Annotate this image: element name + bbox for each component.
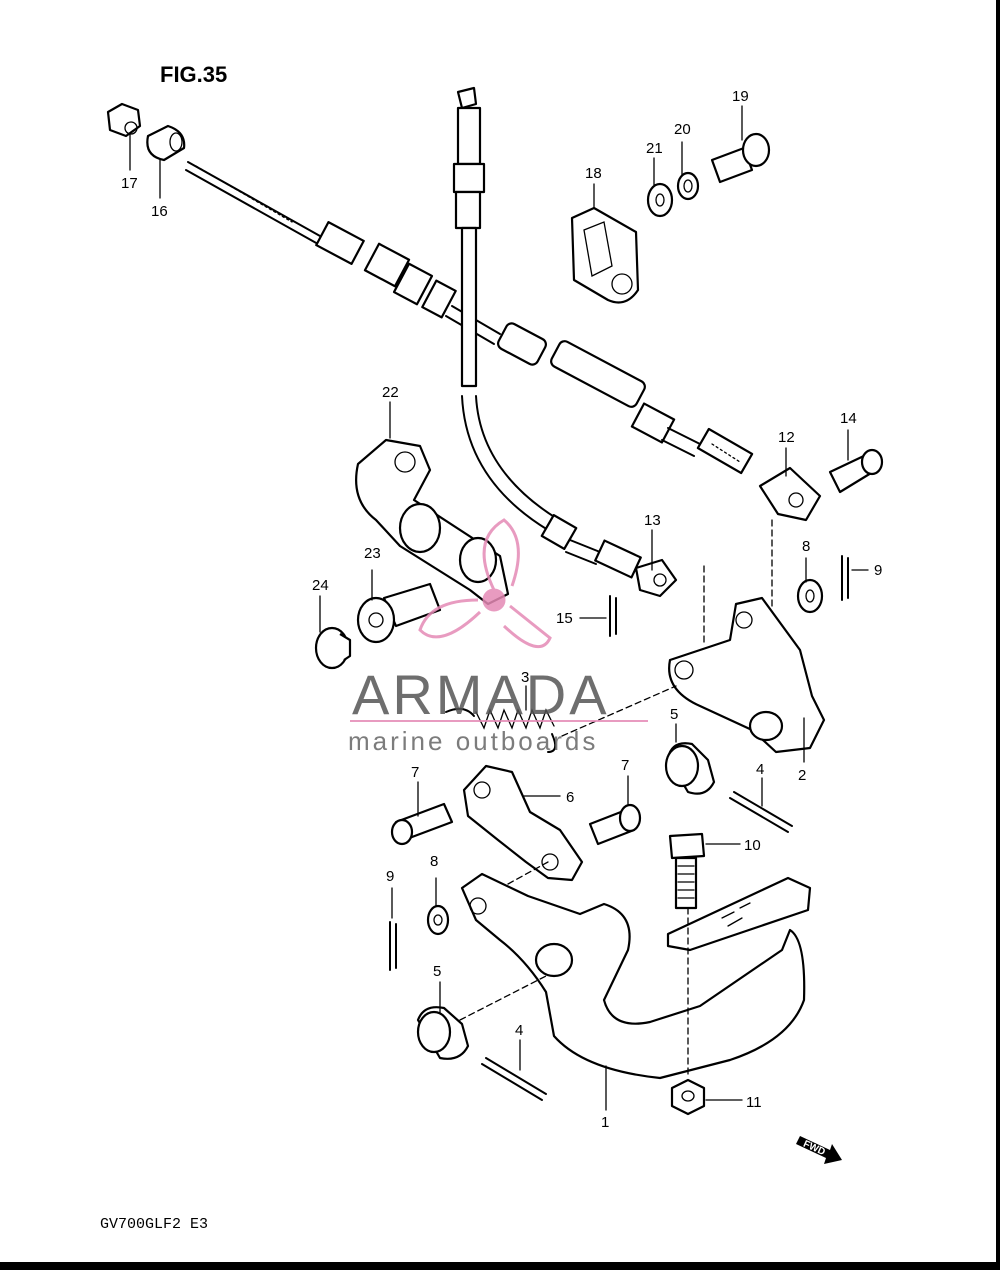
callout-8-lower: 8: [430, 853, 438, 870]
callout-24: 24: [312, 577, 329, 594]
shift-cable: [452, 86, 678, 598]
part-1-pedal: [460, 872, 812, 1080]
leader-lines: [129, 105, 869, 1111]
part-7-pin-left: [390, 802, 454, 846]
callout-21: 21: [646, 140, 663, 157]
callouts: 17 16 18 19 20 21 22 12 14 13 23 24 15 8…: [121, 88, 882, 1131]
callout-2: 2: [798, 767, 806, 784]
fwd-label: FWD: [801, 1139, 826, 1158]
part-9-pin-upper: [841, 555, 849, 601]
part-12-clevis: [758, 466, 822, 522]
part-4-cotter-lower: [481, 1057, 547, 1101]
bottom-border: [0, 1262, 1000, 1270]
propeller-logo-icon: [418, 518, 552, 648]
fwd-arrow-icon: FWD: [796, 1136, 842, 1164]
callout-9-upper: 9: [874, 562, 882, 579]
part-22-bracket: [355, 438, 510, 606]
part-8-washer-upper: [796, 578, 824, 614]
callout-7-left: 7: [411, 764, 419, 781]
watermark-brand: ARMADA: [352, 663, 610, 726]
right-border: [996, 0, 1000, 1270]
callout-5-upper: 5: [670, 706, 678, 723]
callout-1: 1: [601, 1114, 609, 1131]
callout-7-right: 7: [621, 757, 629, 774]
callout-3: 3: [521, 669, 529, 686]
callout-13: 13: [644, 512, 661, 529]
part-3-spring: [445, 707, 557, 753]
callout-18: 18: [585, 165, 602, 182]
callout-4-upper: 4: [756, 761, 764, 778]
model-code: GV700GLF2 E3: [100, 1216, 208, 1233]
part-20-washer: [676, 171, 700, 201]
callout-8-upper: 8: [802, 538, 810, 555]
part-7-pin-right: [588, 803, 642, 846]
callout-17: 17: [121, 175, 138, 192]
callout-11: 11: [746, 1094, 762, 1111]
part-11-nut: [670, 1078, 706, 1116]
figure-title: FIG.35: [160, 62, 227, 87]
part-9-pin-lower: [389, 921, 397, 971]
part-5-cap-lower: [416, 1006, 470, 1060]
part-24-plug: [314, 626, 352, 670]
part-18-clamp: [570, 206, 640, 304]
callout-23: 23: [364, 545, 381, 562]
part-17-nut: [106, 102, 142, 138]
callout-22: 22: [382, 384, 399, 401]
part-23-bolt: [356, 582, 442, 644]
part-6-link: [462, 764, 584, 882]
part-4-cotter-upper: [729, 791, 793, 833]
watermark-tagline: marine outboards: [348, 726, 598, 756]
throttle-cable: [185, 161, 754, 475]
callout-9-lower: 9: [386, 868, 394, 885]
callout-5-lower: 5: [433, 963, 441, 980]
callout-20: 20: [674, 121, 691, 138]
part-14-pin: [828, 448, 884, 494]
part-8-washer-lower: [426, 904, 450, 936]
armada-watermark: ARMADA marine outboards: [348, 518, 648, 756]
callout-4-lower: 4: [515, 1022, 523, 1039]
callout-10: 10: [744, 837, 761, 854]
callout-14: 14: [840, 410, 857, 427]
part-10-bolt: [668, 832, 706, 910]
callout-15: 15: [556, 610, 573, 627]
part-19-bolt: [710, 132, 771, 184]
callout-6: 6: [566, 789, 574, 806]
callout-16: 16: [151, 203, 168, 220]
part-15-pin: [609, 595, 617, 637]
callout-19: 19: [732, 88, 749, 105]
part-16-collar: [146, 124, 186, 162]
part-5-cap-upper: [664, 742, 716, 795]
part-21-washer: [646, 182, 674, 218]
callout-12: 12: [778, 429, 795, 446]
part-2-lever: [668, 596, 826, 754]
